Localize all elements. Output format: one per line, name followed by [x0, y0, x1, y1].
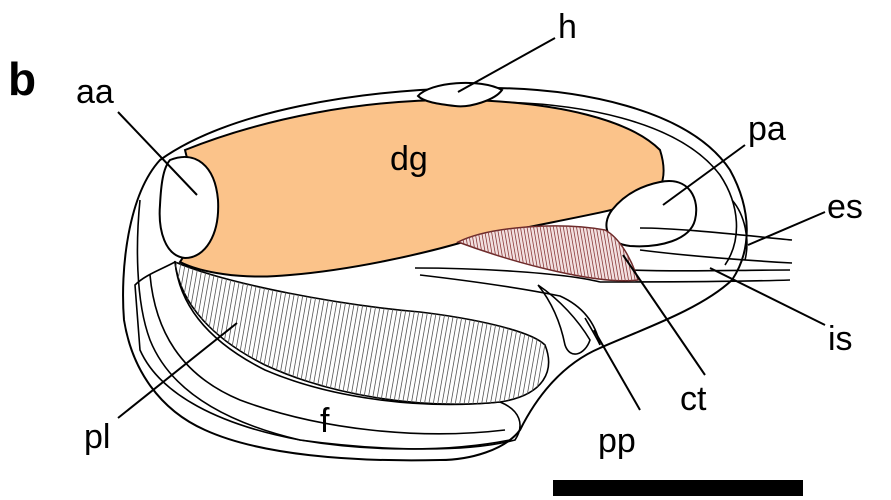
label-dg: dg [390, 140, 428, 178]
label-h: h [558, 8, 577, 46]
panel-label: b [8, 53, 36, 105]
posterior-process-fold [538, 285, 590, 354]
leader-pp [594, 330, 640, 410]
label-pl: pl [84, 418, 110, 456]
label-pa: pa [748, 110, 786, 148]
leader-is [710, 268, 825, 325]
palp-hatch-line [149, 250, 179, 420]
palp-hatch-line [140, 250, 170, 420]
label-aa: aa [76, 73, 114, 111]
anterior-adductor [160, 157, 219, 258]
palp-hatch-line [158, 250, 188, 420]
leader-h [458, 38, 555, 92]
label-ct: ct [680, 380, 707, 418]
leader-pl [118, 323, 237, 418]
scale-bar [553, 480, 803, 496]
label-pp: pp [598, 422, 636, 460]
label-f: f [320, 402, 330, 440]
label-is: is [828, 320, 853, 358]
label-es: es [827, 188, 863, 226]
leader-ct [623, 255, 705, 375]
